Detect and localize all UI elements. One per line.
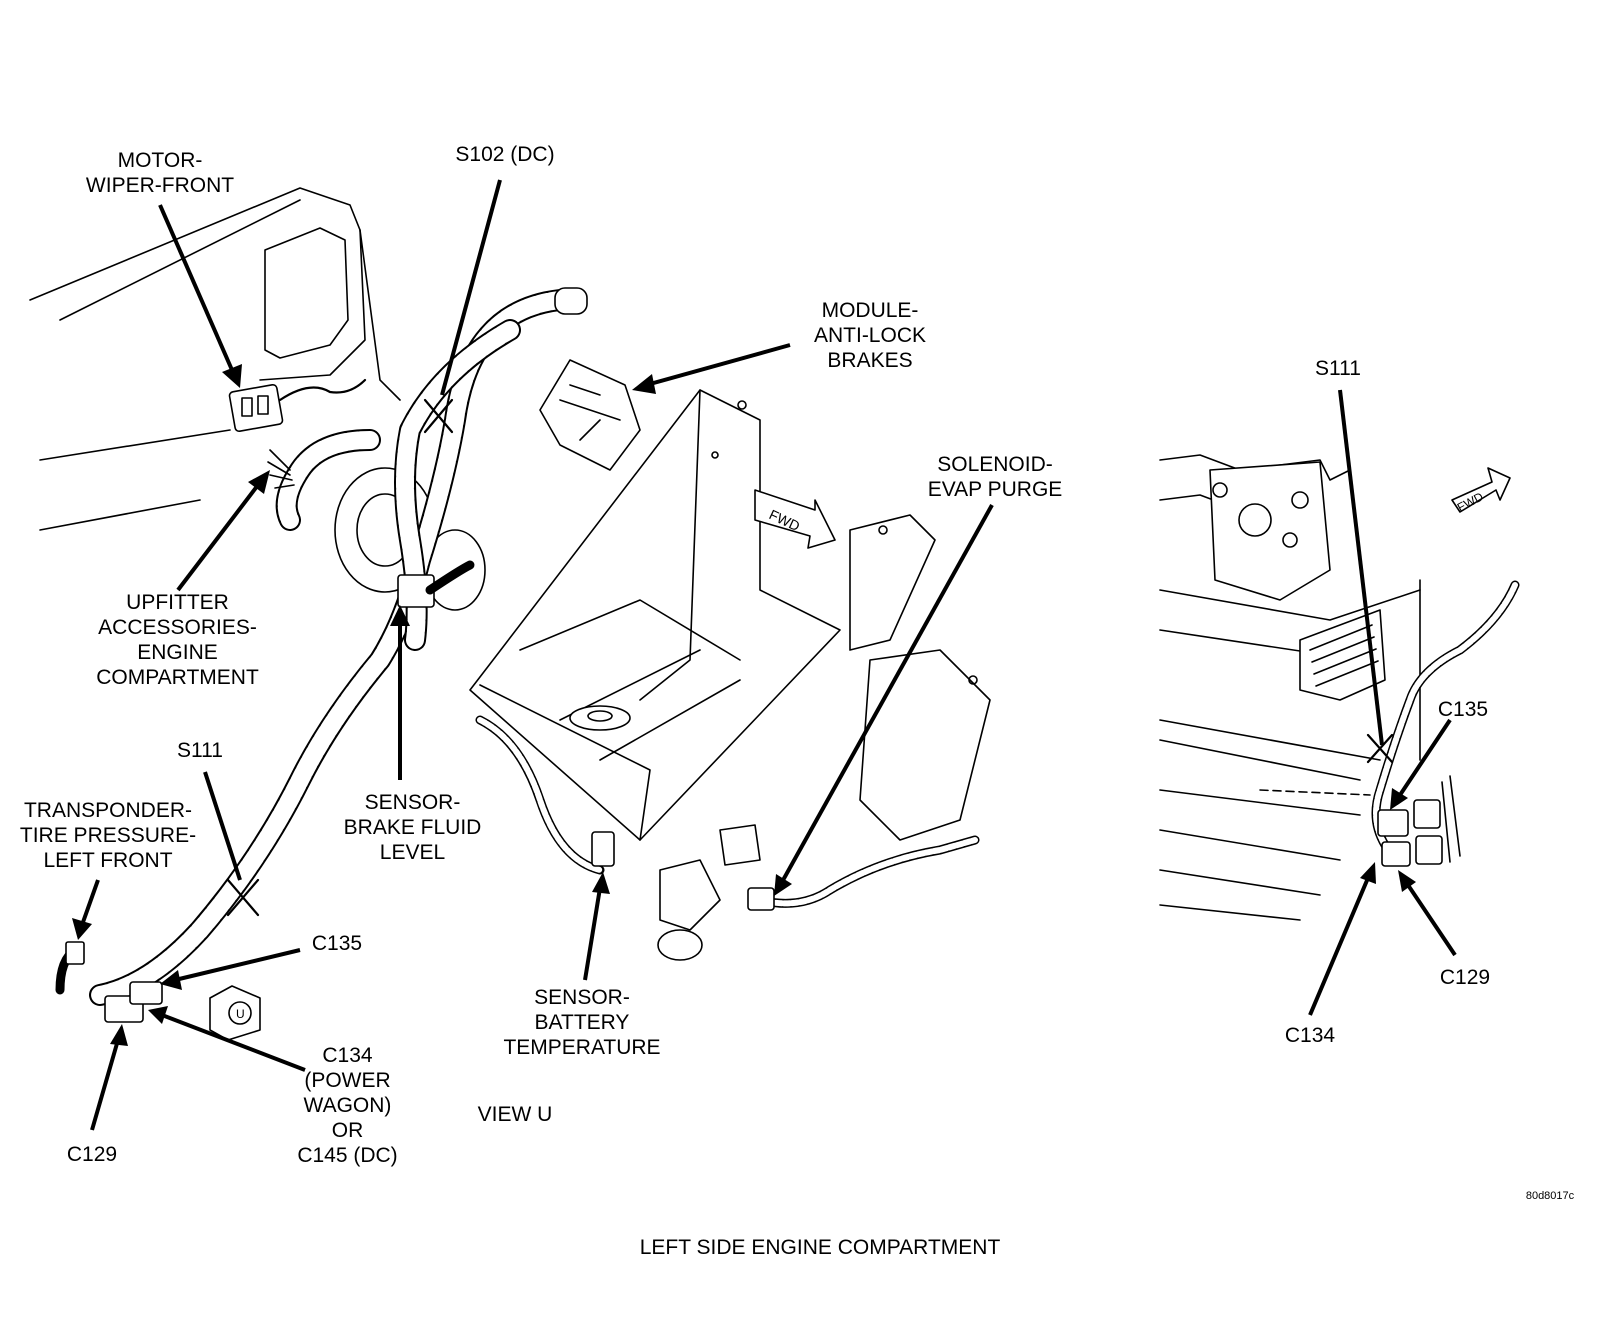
evap-purge-solenoid — [657, 824, 980, 961]
view-u-marker — [209, 985, 261, 1041]
label-c129-left: C129 — [66, 1143, 118, 1166]
label-c134-line5: C145 (DC) — [297, 1144, 398, 1167]
leader-solenoid — [774, 504, 994, 896]
label-c134-c145: C134 (POWER WAGON) OR C145 (DC) — [280, 1043, 415, 1168]
label-sensor-brake-line1: SENSOR- — [364, 791, 461, 814]
label-c129-right: C129 — [1439, 966, 1491, 989]
label-s111-left: S111 — [177, 739, 223, 762]
label-c134-line2: (POWER — [304, 1069, 391, 1092]
leader-c134-right — [1308, 862, 1376, 1016]
label-motor-wiper-line2: WIPER-FRONT — [85, 174, 235, 197]
label-transponder-line3: LEFT FRONT — [43, 849, 173, 872]
view-u-connectors — [1377, 775, 1461, 867]
leader-module-abs — [632, 343, 791, 394]
label-sensor-brake-line2: BRAKE FLUID — [343, 816, 482, 839]
label-upfitter-line3: ENGINE — [137, 641, 218, 664]
view-u-detail — [1159, 454, 1421, 921]
leader-c134-left — [148, 1006, 306, 1072]
leader-upfitter — [176, 470, 270, 592]
label-module-anti-lock-brakes: MODULE- ANTI-LOCK BRAKES — [800, 298, 940, 373]
leader-sensor-brake — [390, 605, 410, 780]
label-sensor-brake-fluid-level: SENSOR- BRAKE FLUID LEVEL — [335, 790, 490, 865]
s111-splice-mark-right — [1366, 733, 1394, 764]
label-module-abs-line2: ANTI-LOCK — [813, 324, 926, 347]
label-transponder-tire-pressure: TRANSPONDER- TIRE PRESSURE- LEFT FRONT — [8, 798, 208, 873]
view-u-harness — [1371, 580, 1520, 850]
leader-c135-left — [160, 948, 301, 990]
leader-transponder — [72, 879, 100, 940]
s102-splice-mark — [423, 398, 454, 434]
leader-c129-right — [1398, 870, 1457, 957]
label-c134-right: C134 — [1284, 1024, 1336, 1047]
leader-s102 — [440, 179, 502, 396]
label-upfitter-line4: COMPARTMENT — [96, 666, 259, 689]
label-c135-right: C135 — [1437, 698, 1489, 721]
label-sensor-battery-line1: SENSOR- — [534, 986, 630, 1009]
leader-motor-wiper — [158, 204, 242, 388]
label-sensor-battery-line2: BATTERY — [534, 1011, 630, 1034]
label-s102: S102 (DC) — [455, 143, 555, 166]
label-solenoid-evap-purge: SOLENOID- EVAP PURGE — [915, 452, 1075, 502]
leader-c129-left — [90, 1024, 128, 1131]
cowl-panel — [29, 187, 401, 531]
label-motor-wiper-line1: MOTOR- — [117, 149, 203, 172]
label-upfitter-line2: ACCESSORIES- — [98, 616, 257, 639]
upfitter-wires — [267, 449, 295, 489]
label-solenoid-line2: EVAP PURGE — [927, 478, 1063, 501]
label-module-abs-line3: BRAKES — [827, 349, 913, 372]
label-view-u: VIEW U — [477, 1103, 553, 1126]
label-c134-line4: OR — [331, 1119, 364, 1142]
fwd-arrow-left — [754, 489, 836, 549]
leader-sensor-battery — [583, 872, 610, 981]
view-u-marker-letter: U — [236, 1007, 245, 1021]
label-motor-wiper-front: MOTOR- WIPER-FRONT — [75, 148, 245, 198]
brake-fluid-sensor-connector — [397, 560, 475, 608]
label-module-abs-line1: MODULE- — [821, 299, 919, 322]
label-transponder-line1: TRANSPONDER- — [23, 799, 192, 822]
label-c134-line3: WAGON) — [303, 1094, 392, 1117]
diagram-caption: LEFT SIDE ENGINE COMPARTMENT — [639, 1236, 1001, 1259]
label-solenoid-line1: SOLENOID- — [937, 453, 1053, 476]
label-sensor-brake-line3: LEVEL — [379, 841, 446, 864]
label-transponder-line2: TIRE PRESSURE- — [19, 824, 197, 847]
label-sensor-battery-line3: TEMPERATURE — [503, 1036, 661, 1059]
label-c135-left: C135 — [311, 932, 363, 955]
fwd-arrow-right — [1451, 467, 1511, 513]
wiper-motor-connector — [228, 378, 367, 433]
label-upfitter-accessories: UPFITTER ACCESSORIES- ENGINE COMPARTMENT — [80, 590, 275, 690]
abs-module — [539, 359, 641, 471]
leader-s111-left — [203, 771, 242, 881]
label-sensor-battery-temperature: SENSOR- BATTERY TEMPERATURE — [492, 985, 672, 1060]
label-s111-right: S111 — [1315, 357, 1361, 380]
s111-splice-mark-left — [226, 878, 260, 917]
left-connector-cluster — [55, 941, 163, 1023]
battery-temp-harness — [475, 715, 615, 875]
battery-tray — [469, 389, 991, 841]
label-upfitter-line1: UPFITTER — [126, 591, 229, 614]
label-c134-line1: C134 — [322, 1044, 373, 1067]
leader-s111-right — [1338, 389, 1384, 746]
figure-code: 80d8017c — [1525, 1190, 1575, 1202]
leader-c135-right — [1390, 718, 1452, 810]
